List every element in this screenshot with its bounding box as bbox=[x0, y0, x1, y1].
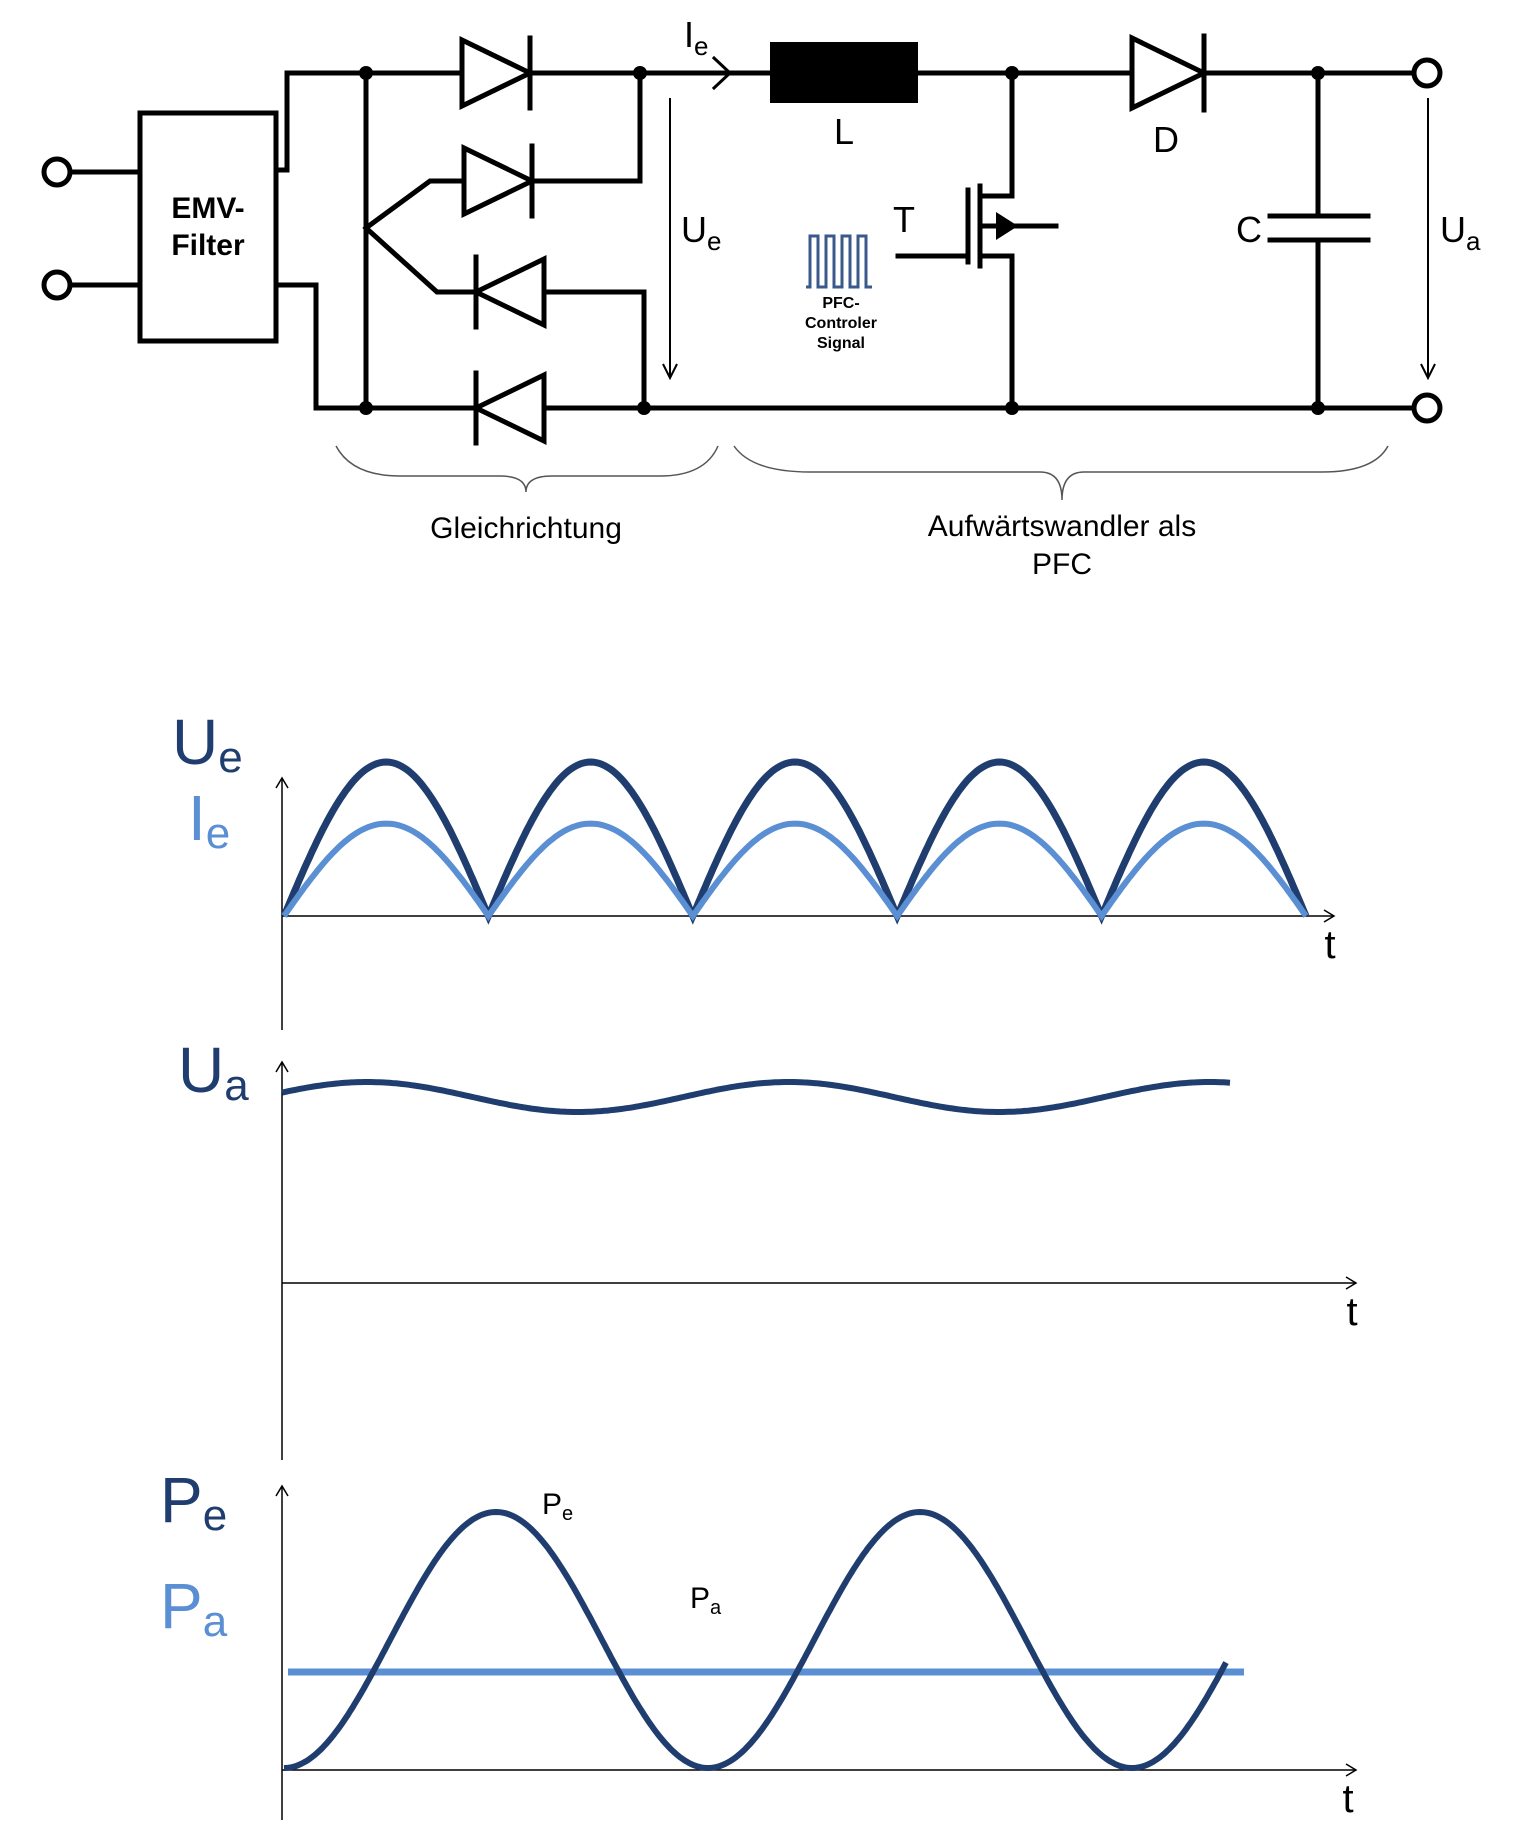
chart-input: t Ue Ie bbox=[172, 706, 1336, 1030]
bridge-diode-2 bbox=[461, 144, 538, 218]
boost-caption-2: PFC bbox=[1032, 548, 1092, 581]
diode3-lead-right bbox=[541, 289, 647, 411]
cross-wire-b bbox=[362, 224, 479, 295]
mosfet-drain-wire bbox=[977, 70, 1015, 199]
current-label: Ie bbox=[684, 14, 708, 61]
circuit-schematic: EMV- Filter Ie bbox=[41, 14, 1481, 581]
filter-out-top-wire bbox=[273, 70, 369, 173]
pe-inline-label: Pe bbox=[542, 1488, 573, 1525]
chart3-y-arrow bbox=[275, 1484, 289, 1497]
chart2-x-label: t bbox=[1346, 1290, 1357, 1334]
pfc-label-1: PFC- bbox=[822, 295, 859, 312]
chart3-pe-label: Pe bbox=[160, 1464, 227, 1540]
output-terminal-bottom bbox=[1411, 392, 1443, 424]
emv-filter-label-2: Filter bbox=[171, 229, 245, 262]
output-diode-label: D bbox=[1153, 119, 1179, 160]
series-ua-line bbox=[281, 1079, 1231, 1115]
ua-circuit-label: Ua bbox=[1440, 209, 1481, 256]
chart1-x-label: t bbox=[1324, 923, 1335, 967]
rectifier-caption: Gleichrichtung bbox=[430, 512, 622, 545]
filter-out-bottom-wire bbox=[273, 282, 369, 411]
current-arrow bbox=[711, 55, 733, 91]
series-ie-line bbox=[281, 820, 1309, 922]
pfc-label-2: Controler bbox=[805, 315, 877, 332]
chart2-ua-label: Ua bbox=[178, 1034, 249, 1110]
bridge-diode-3 bbox=[470, 255, 547, 329]
rectifier-brace bbox=[335, 445, 719, 493]
transistor-label: T bbox=[893, 199, 915, 240]
output-diode-D bbox=[1129, 34, 1210, 112]
ue-circuit-label: Ue bbox=[681, 209, 721, 256]
output-terminal-top bbox=[1411, 57, 1443, 89]
chart1-ue-label: Ue bbox=[172, 706, 243, 782]
input-terminal-top bbox=[41, 156, 73, 188]
input-terminal-bottom bbox=[41, 269, 73, 301]
series-pe-line bbox=[283, 1508, 1229, 1772]
node-switch-bottom bbox=[1005, 401, 1019, 415]
chart2-x-arrow bbox=[1345, 1276, 1358, 1290]
boost-brace bbox=[733, 445, 1389, 501]
inductor-L bbox=[770, 42, 918, 103]
pfc-label-3: Signal bbox=[817, 335, 865, 352]
chart-power: t Pe Pa Pe Pa bbox=[160, 1464, 1358, 1821]
pa-inline-label: Pa bbox=[690, 1582, 722, 1619]
chart1-ie-label: Ie bbox=[188, 782, 230, 858]
mosfet-arrow bbox=[996, 212, 1018, 240]
node-bridge-bottom-right bbox=[637, 401, 651, 415]
inductor-label: L bbox=[834, 111, 854, 152]
bridge-diode-1 bbox=[459, 36, 536, 110]
capacitor-label: C bbox=[1236, 209, 1262, 250]
chart3-x-label: t bbox=[1342, 1777, 1353, 1821]
chart3-x-arrow bbox=[1345, 1763, 1358, 1777]
pfc-signal-icon bbox=[806, 234, 872, 289]
emv-filter-label-1: EMV- bbox=[171, 192, 244, 225]
ue-arrow-head bbox=[662, 363, 678, 381]
cross-wire-a bbox=[362, 178, 467, 232]
boost-caption-1: Aufwärtswandler als bbox=[928, 510, 1196, 543]
chart1-x-arrow bbox=[1323, 909, 1336, 923]
node-cap-bottom bbox=[1311, 401, 1325, 415]
series-ue-line bbox=[280, 758, 1310, 925]
diode2-lead-right bbox=[529, 70, 643, 184]
emv-filter-block bbox=[137, 110, 279, 344]
mosfet-source-wire bbox=[977, 253, 1015, 411]
bridge-diode-4 bbox=[470, 371, 547, 445]
chart1-y-arrow bbox=[275, 776, 289, 789]
chart3-pa-label: Pa bbox=[160, 1570, 228, 1646]
chart-output-voltage: t Ua bbox=[178, 1034, 1358, 1460]
ua-arrow-head bbox=[1420, 363, 1436, 381]
chart2-y-arrow bbox=[275, 1060, 289, 1073]
